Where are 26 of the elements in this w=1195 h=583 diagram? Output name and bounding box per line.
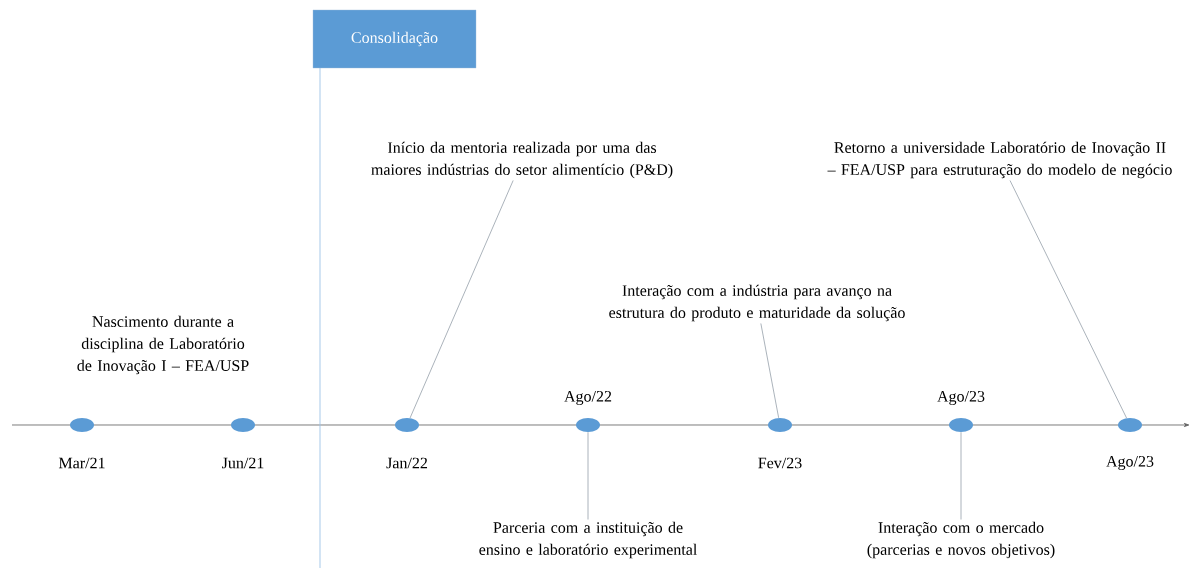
leader-line bbox=[1009, 180, 1127, 419]
date-label: Fev/23 bbox=[758, 457, 802, 469]
phase-box: Consolidação bbox=[312, 9, 477, 69]
timeline-dot bbox=[1118, 418, 1142, 432]
date-label: Ago/23 bbox=[1106, 456, 1154, 470]
timeline-dot bbox=[231, 418, 255, 432]
event-text: Interação com a indústria para avanço na estrutura do produto e maturidade da solução bbox=[609, 284, 905, 322]
date-label: Mar/21 bbox=[58, 457, 105, 469]
event-text: Retorno a universidade Laboratório de Inovação II – FEA/USP para estruturação do modelo de negócio bbox=[827, 141, 1172, 179]
timeline-dot bbox=[768, 418, 792, 432]
timeline-dot bbox=[949, 418, 973, 432]
event-text: Início da mentoria realizada por uma das maiores indústrias do setor alimentício (P&D) bbox=[371, 141, 673, 179]
date-label: Jun/21 bbox=[222, 457, 264, 469]
leader-line bbox=[409, 180, 514, 419]
event-text: Parceria com a instituição de ensino e laboratório experimental bbox=[479, 521, 697, 559]
timeline-dot bbox=[395, 418, 419, 432]
leader-line bbox=[760, 323, 780, 419]
leader-line bbox=[960, 431, 962, 520]
timeline-dot bbox=[576, 418, 600, 432]
leader-line bbox=[587, 431, 589, 520]
timeline-dot bbox=[70, 418, 94, 432]
date-label: Jan/22 bbox=[386, 457, 427, 469]
event-text: Nascimento durante a disciplina de Laboratório de Inovação I – FEA/USP bbox=[77, 315, 249, 375]
date-label: Ago/22 bbox=[564, 391, 612, 405]
event-text: Interação com o mercado (parcerias e novos objetivos) bbox=[867, 521, 1055, 559]
date-label: Ago/23 bbox=[937, 391, 985, 405]
